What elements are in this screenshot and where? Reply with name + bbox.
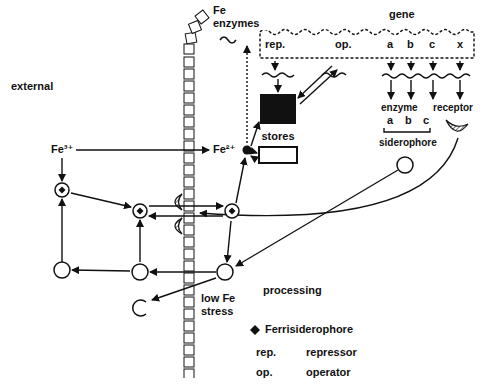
stores-label: stores [258, 130, 298, 143]
siderophore-circles-part [54, 262, 70, 278]
flow-arrows-part [61, 158, 62, 181]
receptor-symbols-part [175, 218, 182, 234]
flow-arrows-part [410, 61, 411, 70]
gene-letter: x [456, 38, 464, 51]
flow-arrows-part [236, 170, 398, 266]
flow-arrows-part [390, 80, 391, 99]
ferrisiderophore-symbols-part [225, 204, 239, 218]
abbreviation: op. [255, 366, 274, 379]
receptor-symbols-part [175, 194, 182, 210]
operator-site: op. [334, 38, 353, 51]
flow-arrows-part [200, 138, 458, 216]
repressor-protein-part [260, 94, 296, 124]
iron-pool-dot-part [243, 146, 252, 155]
siderophore-label: siderophore [378, 136, 438, 149]
stress-label: low Fe stress [200, 292, 246, 318]
flow-arrows-part [251, 156, 257, 160]
repressor-protein [260, 94, 296, 124]
flow-arrows-part [410, 80, 411, 99]
flow-arrows-part [300, 70, 337, 104]
abbreviation-meaning: operator [305, 366, 352, 379]
gene-heading: gene [388, 8, 416, 21]
flow-arrows-part [72, 270, 130, 271]
flow-arrows-part [61, 199, 62, 262]
flow-arrows-part [246, 46, 247, 143]
flow-arrows-part [76, 149, 209, 150]
siderophore-circles-part [217, 264, 233, 280]
legend-swatch [250, 325, 260, 335]
flow-arrows [62, 46, 470, 300]
enzyme-letter: a [386, 114, 394, 127]
flow-arrows-part [150, 271, 216, 272]
abbreviation: rep. [255, 346, 277, 359]
flow-arrows-part [227, 221, 231, 262]
flow-arrows-part [390, 61, 391, 70]
gene-letter: b [406, 38, 415, 51]
stores-rectangle [258, 146, 298, 164]
stores-box: stores [258, 130, 298, 164]
siderophore-circles-part [397, 157, 413, 173]
flow-arrows-part [71, 193, 131, 207]
siderophore-circles-part [132, 264, 148, 280]
enzyme-label: enzyme [380, 101, 419, 114]
cell-membrane-part [184, 44, 194, 54]
gene-letter: c [428, 38, 436, 51]
repressor-gene: rep. [264, 38, 286, 51]
enzyme-label: Fe enzymes [212, 4, 272, 30]
flow-arrows-part [149, 205, 223, 206]
processing-label: processing [262, 284, 323, 297]
flow-arrows-part [459, 80, 460, 99]
ion-label: Fe²⁺ [212, 143, 236, 156]
flow-arrows-part [432, 61, 433, 70]
flow-arrows-part [251, 151, 257, 153]
flow-arrows-part [384, 128, 430, 132]
region-label: external [10, 80, 54, 93]
fe-enzyme-symbol-part [220, 37, 236, 43]
gene-letter: a [386, 38, 394, 51]
flow-arrows-part [277, 79, 278, 92]
siderophore-circles-part [133, 300, 146, 316]
gene-box: generep.op.abcx [258, 26, 476, 60]
ferrisiderophore-symbols [55, 183, 239, 218]
receptor-symbols [175, 120, 468, 234]
cell-membrane [183, 10, 209, 378]
flow-arrows-part [432, 80, 433, 99]
legend-text: Ferrisiderophore [264, 323, 354, 336]
gene-outline-path [260, 30, 474, 59]
flow-arrows-part [139, 220, 140, 262]
flow-arrows-part [274, 61, 275, 70]
receptor-label: receptor [432, 101, 474, 114]
flow-arrows-part [298, 66, 332, 98]
ferrisiderophore-symbols-part [55, 183, 69, 197]
ferrisiderophore-symbols-part [133, 204, 147, 218]
flow-arrows-part [459, 61, 460, 70]
flow-arrows-part [149, 215, 223, 216]
abbreviation-meaning: repressor [305, 346, 358, 359]
iron-pool-dot [243, 146, 252, 155]
cell-membrane-part [183, 56, 195, 378]
gene-outline [258, 26, 476, 60]
fe-enzyme-symbol [220, 37, 236, 43]
legend-swatch-part [250, 325, 260, 335]
flow-arrows-part [236, 158, 245, 203]
enzyme-letter: b [404, 114, 413, 127]
ion-label: Fe³⁺ [50, 143, 74, 156]
cell-membrane-part [185, 32, 197, 44]
flow-arrows-part [262, 73, 294, 77]
enzyme-letter: c [422, 114, 430, 127]
flow-arrows-part [322, 73, 346, 77]
cell-membrane-part [195, 10, 209, 24]
flow-arrows-part [382, 74, 470, 78]
receptor-symbols-part [446, 120, 468, 131]
